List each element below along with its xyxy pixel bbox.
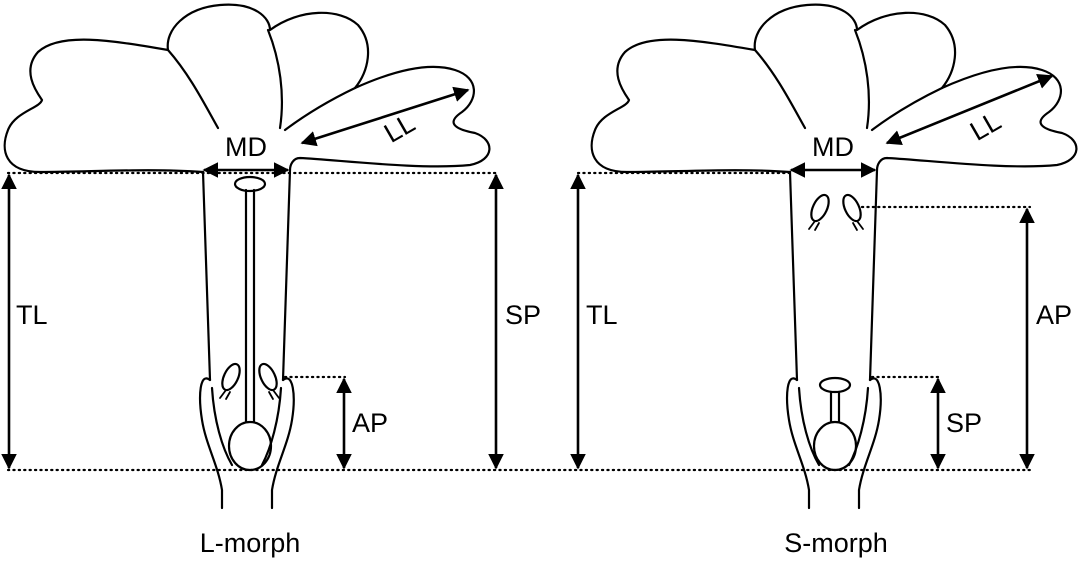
l-morph-calyx-inner-right	[260, 386, 283, 467]
l-morph-corolla-limb	[3, 3, 491, 174]
s-morph-tube-right	[868, 168, 879, 382]
l-morph-petal-edge	[166, 48, 220, 130]
l-morph-anthers	[219, 362, 280, 400]
l-morph-petal-edge	[283, 86, 357, 132]
s-morph-ll-label: LL	[965, 106, 1006, 147]
s-morph-corolla-limb	[590, 3, 1078, 174]
l-morph-calyx-left	[199, 377, 224, 510]
l-morph-petal-edge	[266, 28, 284, 130]
l-morph-tube-right	[281, 168, 292, 382]
s-morph-calyx-right	[857, 377, 882, 510]
s-morph-calyx-inner-right	[847, 386, 870, 467]
s-morph-petal-edge	[853, 28, 871, 130]
s-morph-anthers	[808, 193, 864, 231]
l-morph-tl-label: TL	[16, 300, 48, 330]
s-morph-style	[829, 390, 841, 424]
l-morph-flower	[3, 3, 491, 510]
l-morph-stigma	[233, 175, 267, 193]
s-morph-flower	[590, 3, 1078, 510]
l-morph-measurements: MD LL TL SP AP L-morph	[1, 86, 541, 558]
s-morph-ovary	[812, 420, 858, 472]
l-morph-calyx-right	[270, 377, 295, 510]
l-morph-calyx-inner-left	[210, 386, 234, 467]
l-morph-ovary	[227, 420, 273, 472]
l-morph-md-label: MD	[225, 132, 267, 162]
l-morph-caption: L-morph	[200, 528, 301, 558]
s-morph-stigma	[818, 376, 852, 394]
s-morph-tl-label: TL	[586, 300, 618, 330]
s-morph-caption: S-morph	[784, 528, 888, 558]
l-morph-style	[244, 188, 256, 424]
s-morph-ll-arrow	[885, 74, 1054, 145]
s-morph-calyx-left	[786, 377, 811, 510]
s-morph-ap-label: AP	[1036, 300, 1072, 330]
s-morph-measurements: MD LL TL AP SP S-morph	[6, 74, 1072, 558]
s-morph-tube-left	[788, 170, 799, 382]
s-morph-petal-edge	[753, 48, 807, 130]
s-morph-calyx-inner-left	[797, 386, 821, 467]
l-morph-ap-label: AP	[352, 408, 388, 438]
s-morph-md-label: MD	[812, 132, 854, 162]
l-morph-sp-label: SP	[505, 300, 541, 330]
s-morph-sp-label: SP	[946, 408, 982, 438]
l-morph-tube-left	[201, 170, 212, 382]
l-morph-ll-arrow	[300, 86, 470, 147]
l-morph-ll-label: LL	[379, 108, 420, 149]
